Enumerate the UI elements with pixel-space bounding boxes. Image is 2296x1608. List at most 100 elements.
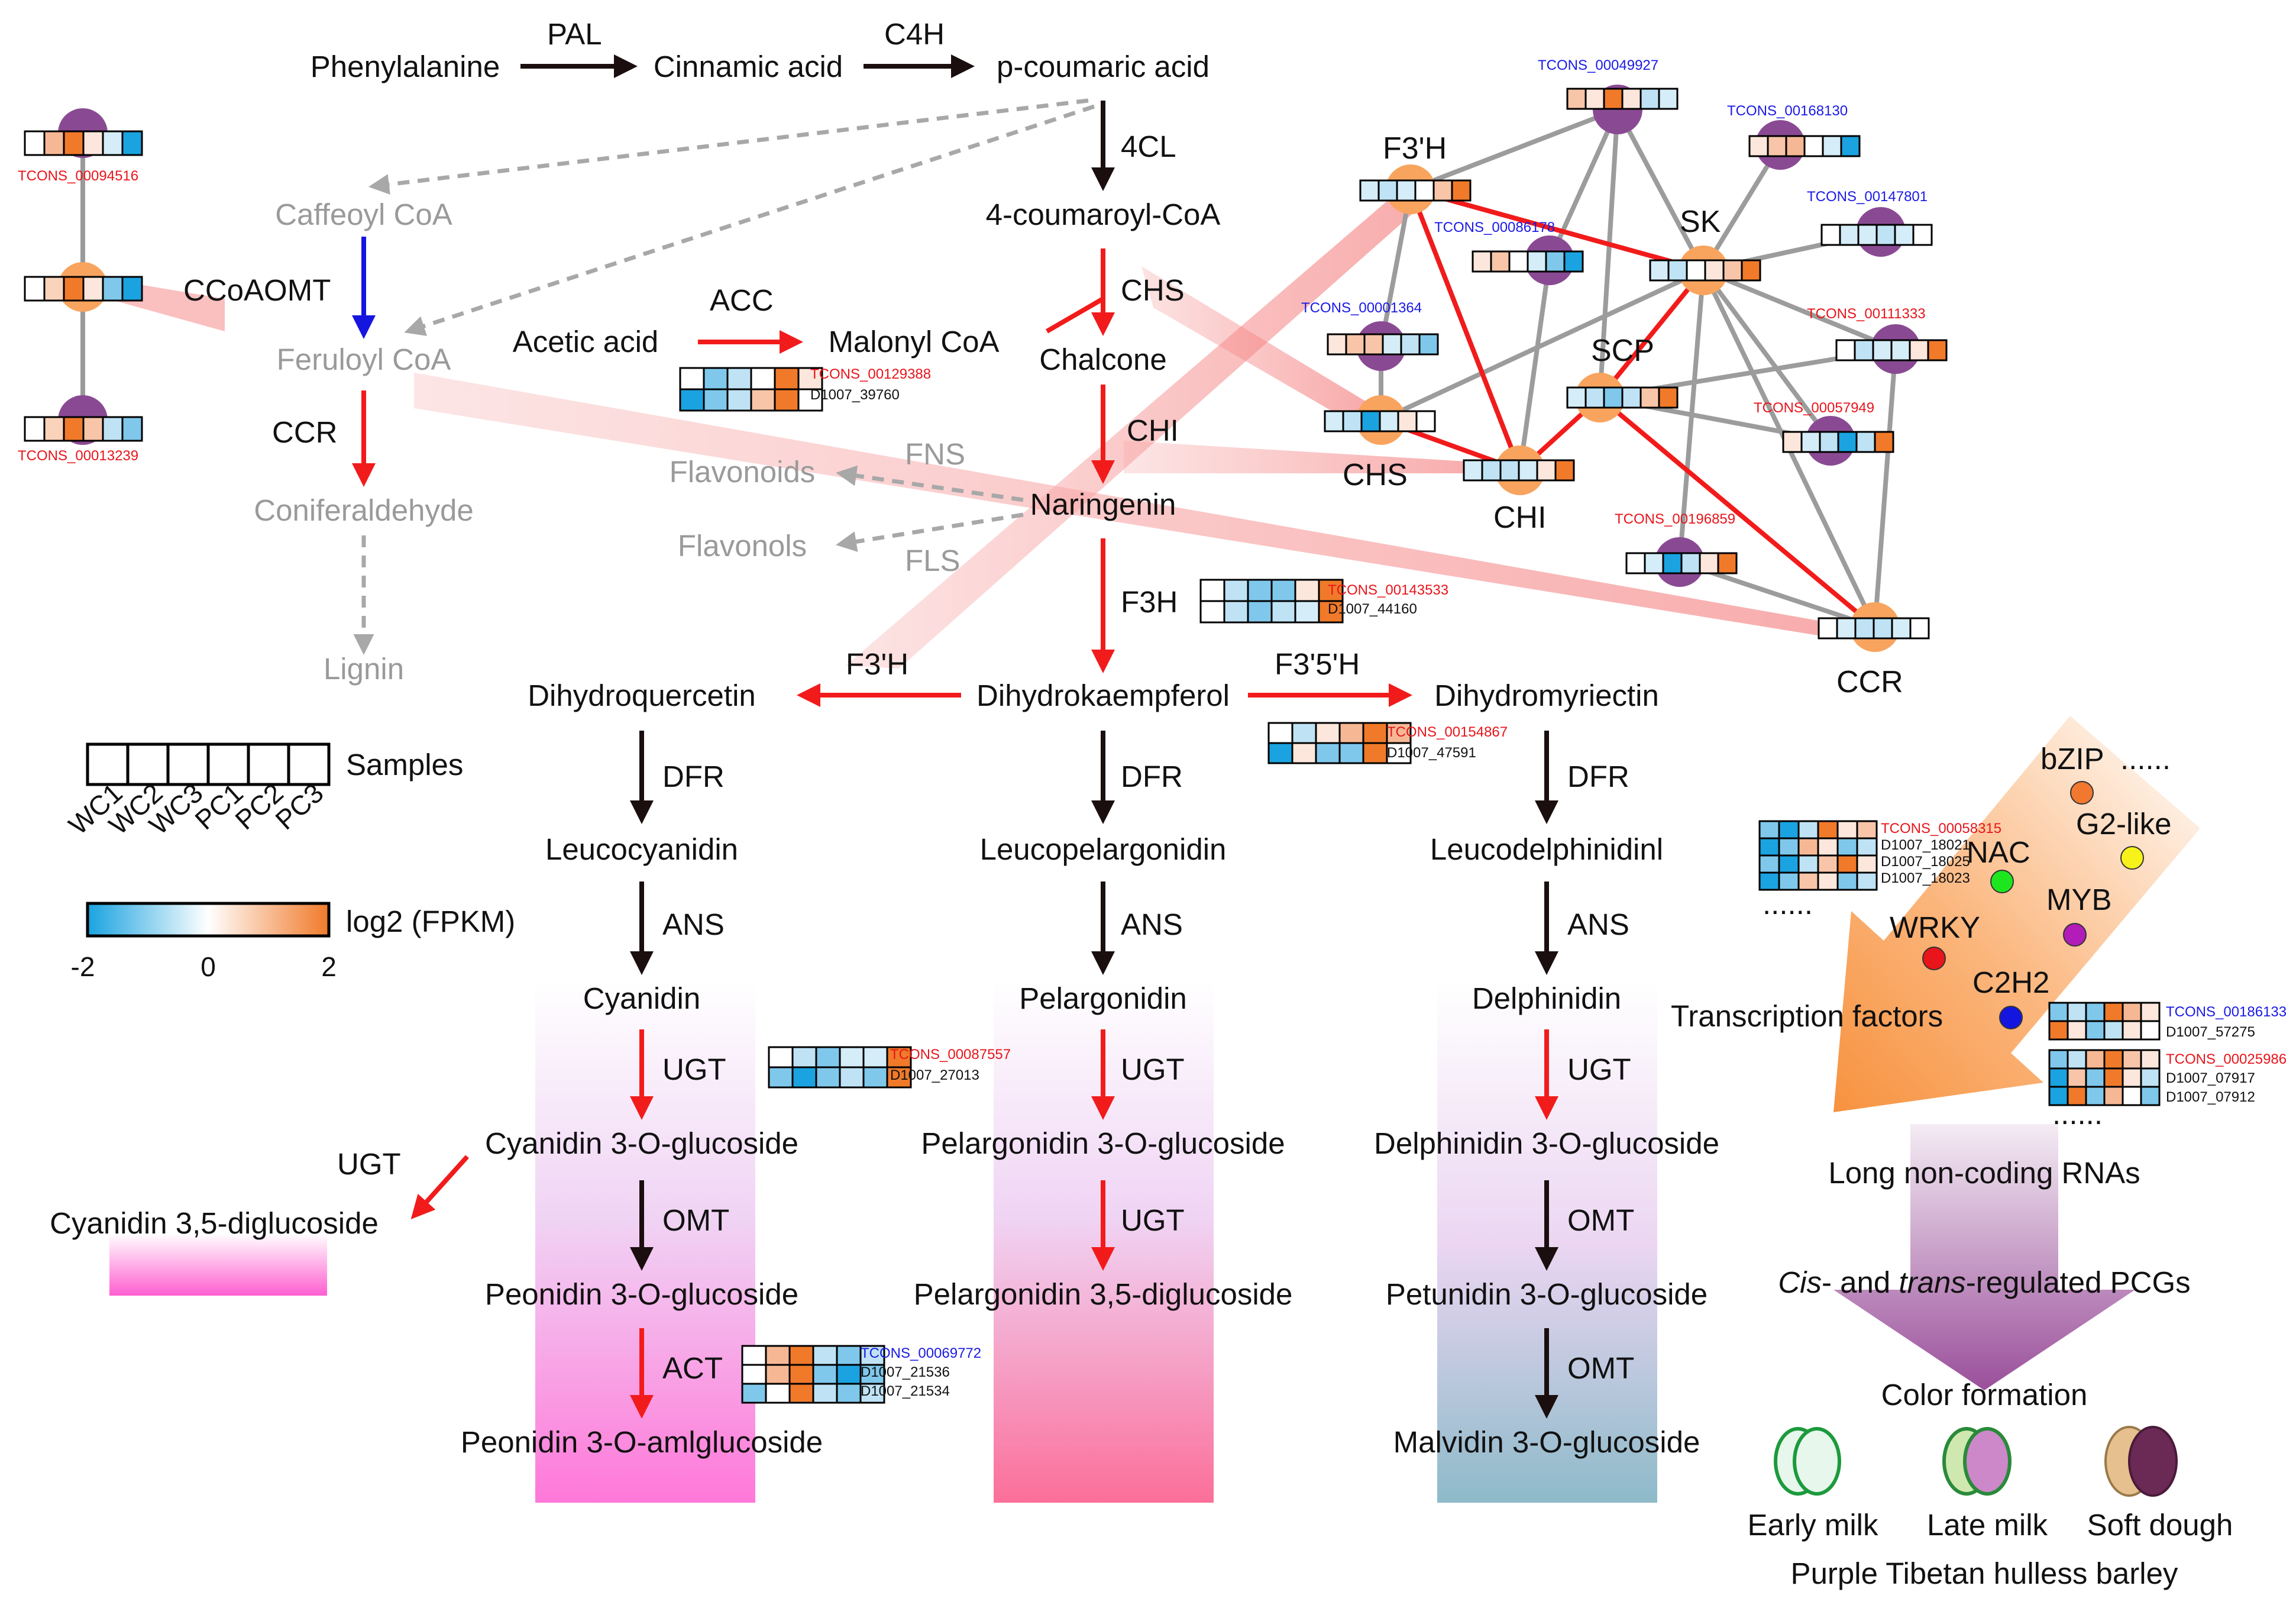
id-act-t: TCONS_00069772 [861,1345,981,1361]
id-f3h-t: TCONS_00143533 [1328,582,1448,598]
tf-bzip: bZIP [2040,742,2104,776]
compound-pcoumaric: p-coumaric acid [997,50,1210,83]
band-ccr [414,373,1822,636]
hm-nac [1758,820,1878,891]
tf-arrow [1833,716,2200,1112]
id-f3h-g: D1007_44160 [1328,601,1417,617]
net-sk: SK [1680,205,1721,239]
hm-c2h2-b [2048,1049,2161,1106]
compound-coniferaldehyde: Coniferaldehyde [254,493,473,527]
tf-ellipsis: ...... [2120,742,2171,776]
net-id-10: TCONS_00196859 [1615,511,1735,527]
enzyme-ugt-5: UGT [1121,1203,1185,1237]
nac-more: ...... [1763,887,1813,921]
id-ugt-t: TCONS_00087557 [890,1047,1011,1063]
net-chi: CHI [1493,501,1547,535]
compound-chalcone: Chalcone [1039,343,1166,376]
column-cyanidin35 [109,1234,327,1296]
enzyme-ccoaomt: CCoAOMT [183,273,331,307]
legend-samples-label: Samples [346,748,463,782]
legend: Samples WC1 WC2 WC3 PC1 PC2 PC3 log2 (FP… [63,742,515,982]
legend-samples-boxes [86,742,331,786]
id-c2h2b-g2: D1007_07912 [2166,1089,2255,1105]
compound-pelargonidin35: Pelargonidin 3,5-diglucoside [914,1277,1293,1311]
id-malonyl-t: TCONS_00129388 [810,366,931,382]
net-id-8: TCONS_00111333 [1807,306,1926,322]
compound-flavonoids: Flavonoids [670,455,816,489]
compound-delphinidin: Delphinidin [1472,981,1621,1015]
net-id-7: TCONS_00001364 [1301,300,1422,316]
regulation-panel: bZIP ...... G2-like NAC MYB WRKY C2H2 Tr… [1671,716,2287,1590]
stage-late: Late milk [1927,1508,2048,1542]
hm-ugt [768,1046,912,1089]
compound-acetic: Acetic acid [513,325,659,359]
id-nac-t: TCONS_00058315 [1881,821,2001,837]
id-malonyl-g: D1007_39760 [810,387,900,403]
enzyme-chs: CHS [1121,273,1185,307]
id-nac-g2: D1007_18025 [1881,854,1970,870]
enzyme-f35h: F3'5'H [1275,647,1360,681]
c2h2-more: ...... [2052,1097,2103,1131]
compound-malonyl: Malonyl CoA [828,325,999,359]
enzyme-c4h: C4H [884,17,945,51]
compound-coumaroyl: 4-coumaroyl-CoA [986,198,1221,231]
cis-trans-label: Cis- and trans-regulated PCGs [1778,1265,2190,1299]
id-f35h-g: D1007_47591 [1387,745,1476,761]
tf-c2h2: C2H2 [1972,966,2049,999]
enzyme-ans-1: ANS [662,908,725,941]
enzyme-ugt-3: UGT [1567,1052,1631,1086]
id-f35h-t: TCONS_00154867 [1387,724,1508,740]
net-chs: CHS [1343,458,1408,492]
tf-myb: MYB [2046,883,2112,916]
legend-sample-6: PC3 [269,777,329,836]
lnc-id-1: TCONS_00094516 [18,168,138,184]
species-label: Purple Tibetan hulless barley [1791,1557,2178,1590]
network: F3'H CHS CHI SCP SK CCR TCONS_00049927 T… [1301,57,1948,699]
enzyme-omt-3: OMT [1567,1351,1634,1385]
enzyme-omt-1: OMT [662,1203,729,1237]
left-cluster: TCONS_00094516 TCONS_00013239 [18,108,143,464]
color-formation: Color formation [1881,1378,2088,1412]
id-c2h2b-g1: D1007_07917 [2166,1070,2255,1086]
stage-early: Early milk [1747,1508,1878,1542]
compound-leucodelphinidinl: Leucodelphinidinl [1430,832,1663,866]
hm-left-1 [24,130,143,156]
compound-leucopelargonidin: Leucopelargonidin [980,832,1227,866]
enzyme-dfr-2: DFR [1121,760,1183,793]
enzyme-ugt-1: UGT [662,1052,726,1086]
id-nac-g3: D1007_18023 [1881,870,1970,886]
id-act-g1: D1007_21536 [861,1364,950,1380]
compound-phenylalanine: Phenylalanine [311,50,500,83]
enzyme-chi: CHI [1127,414,1179,447]
id-nac-g1: D1007_18021 [1881,837,1970,853]
hm-left-2 [24,276,143,302]
enzyme-ans-3: ANS [1567,908,1629,941]
compound-cyanidin: Cyanidin [583,981,700,1015]
enzyme-f3ph: F3'H [846,647,908,681]
compound-feruloyl: Feruloyl CoA [277,343,451,376]
id-act-g2: D1007_21534 [861,1383,950,1399]
grain-late-milk-icon [1942,1427,2012,1496]
compound-pelargonidin3g: Pelargonidin 3-O-glucoside [921,1126,1285,1160]
tf-g2like: G2-like [2076,807,2172,841]
enzyme-dfr-1: DFR [662,760,725,793]
compound-dihydroquercetin: Dihydroquercetin [528,679,756,712]
id-c2h2a-t: TCONS_00186133 [2166,1004,2287,1020]
enzyme-ccr: CCR [272,415,338,449]
compound-dihydrokaempferol: Dihydrokaempferol [976,679,1230,712]
grain-early-milk-icon [1774,1427,1841,1496]
enzyme-f3h: F3H [1121,585,1178,619]
band-chs [1141,266,1387,438]
compound-leucocyanidin: Leucocyanidin [545,832,738,866]
lnc-label: Long non-coding RNAs [1828,1156,2140,1190]
enzyme-4cl: 4CL [1121,130,1176,163]
legend-tick-mid: 0 [201,951,216,982]
lnc-arrow [1833,1124,2135,1390]
compound-cinnamic: Cinnamic acid [654,50,843,83]
net-ccr: CCR [1836,665,1903,699]
enzyme-fns: FNS [905,437,965,471]
tf-wrky: WRKY [1890,910,1980,944]
compound-peonidin3amg: Peonidin 3-O-amlglucoside [461,1425,823,1459]
compound-petunidin3g: Petunidin 3-O-glucoside [1386,1277,1708,1311]
